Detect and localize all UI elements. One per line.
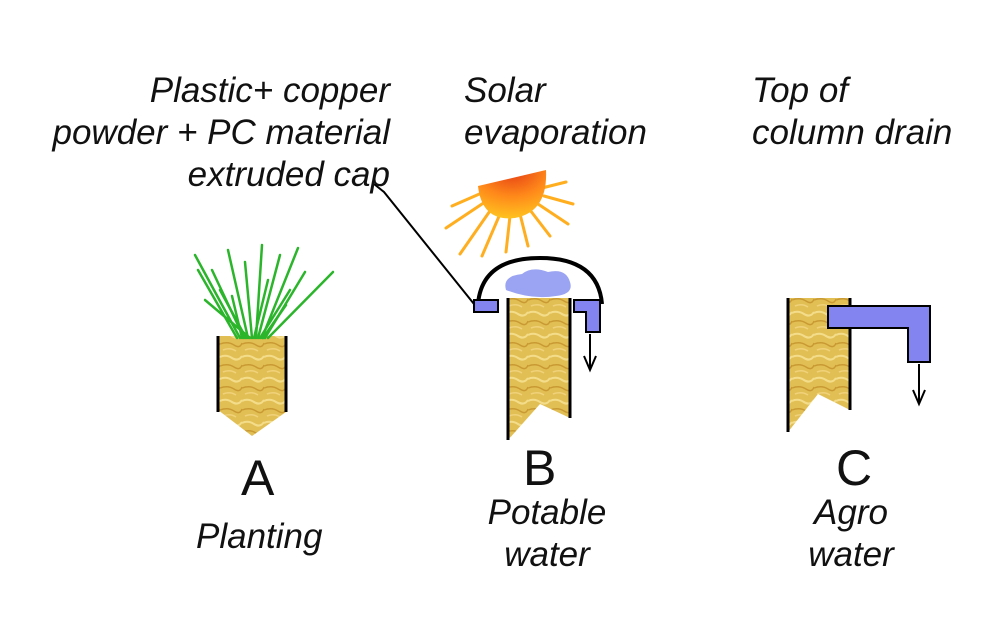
solar-label-line-1: Solar: [464, 71, 546, 110]
cap-dome-icon: [476, 255, 604, 305]
drain-arrow-c-icon: [912, 364, 926, 407]
panel-c-group: [786, 298, 931, 432]
drain-arrow-icon: [583, 334, 597, 373]
column-a: [218, 336, 286, 436]
panel-b-desc-line-1: Potable: [487, 493, 607, 532]
panel-b-desc: Potable water: [482, 492, 612, 576]
cap-label-line-1: Plastic+ copper: [149, 71, 390, 110]
cap-leader-line: [373, 183, 475, 305]
column-c: [788, 298, 850, 432]
water-vapor-icon: [505, 269, 571, 298]
grass-icon: [193, 243, 335, 340]
column-b: [508, 298, 570, 440]
drain-label-line-1: Top of: [752, 71, 849, 110]
sun-icon: [444, 170, 575, 258]
panel-b-group: [373, 170, 604, 440]
cap-label: Plastic+ copper powder + PC material ext…: [52, 70, 390, 196]
panel-a-desc: Planting: [196, 516, 322, 558]
panel-c-desc: Agro water: [796, 492, 906, 576]
panel-c-letter: C: [836, 440, 873, 496]
panel-b-desc-line-2: water: [504, 535, 590, 574]
panel-a-group: [193, 243, 335, 436]
cap-label-line-3: extruded cap: [187, 155, 390, 194]
drain-label: Top of column drain: [752, 70, 952, 154]
solar-label-line-2: evaporation: [464, 113, 647, 152]
drain-pipe-icon: [827, 305, 931, 363]
cap-label-line-2: powder + PC material: [52, 113, 390, 152]
drain-label-line-2: column drain: [752, 113, 953, 152]
panel-a-desc-line-1: Planting: [196, 517, 323, 556]
cap-left-rim: [473, 299, 499, 313]
panel-c-desc-line-1: Agro: [814, 493, 888, 532]
panel-c-desc-line-2: water: [808, 535, 894, 574]
drain-pipe-b: [573, 299, 601, 333]
panel-b-letter: B: [523, 440, 557, 496]
solar-label: Solar evaporation: [464, 70, 647, 154]
panel-a-letter: A: [241, 450, 275, 506]
